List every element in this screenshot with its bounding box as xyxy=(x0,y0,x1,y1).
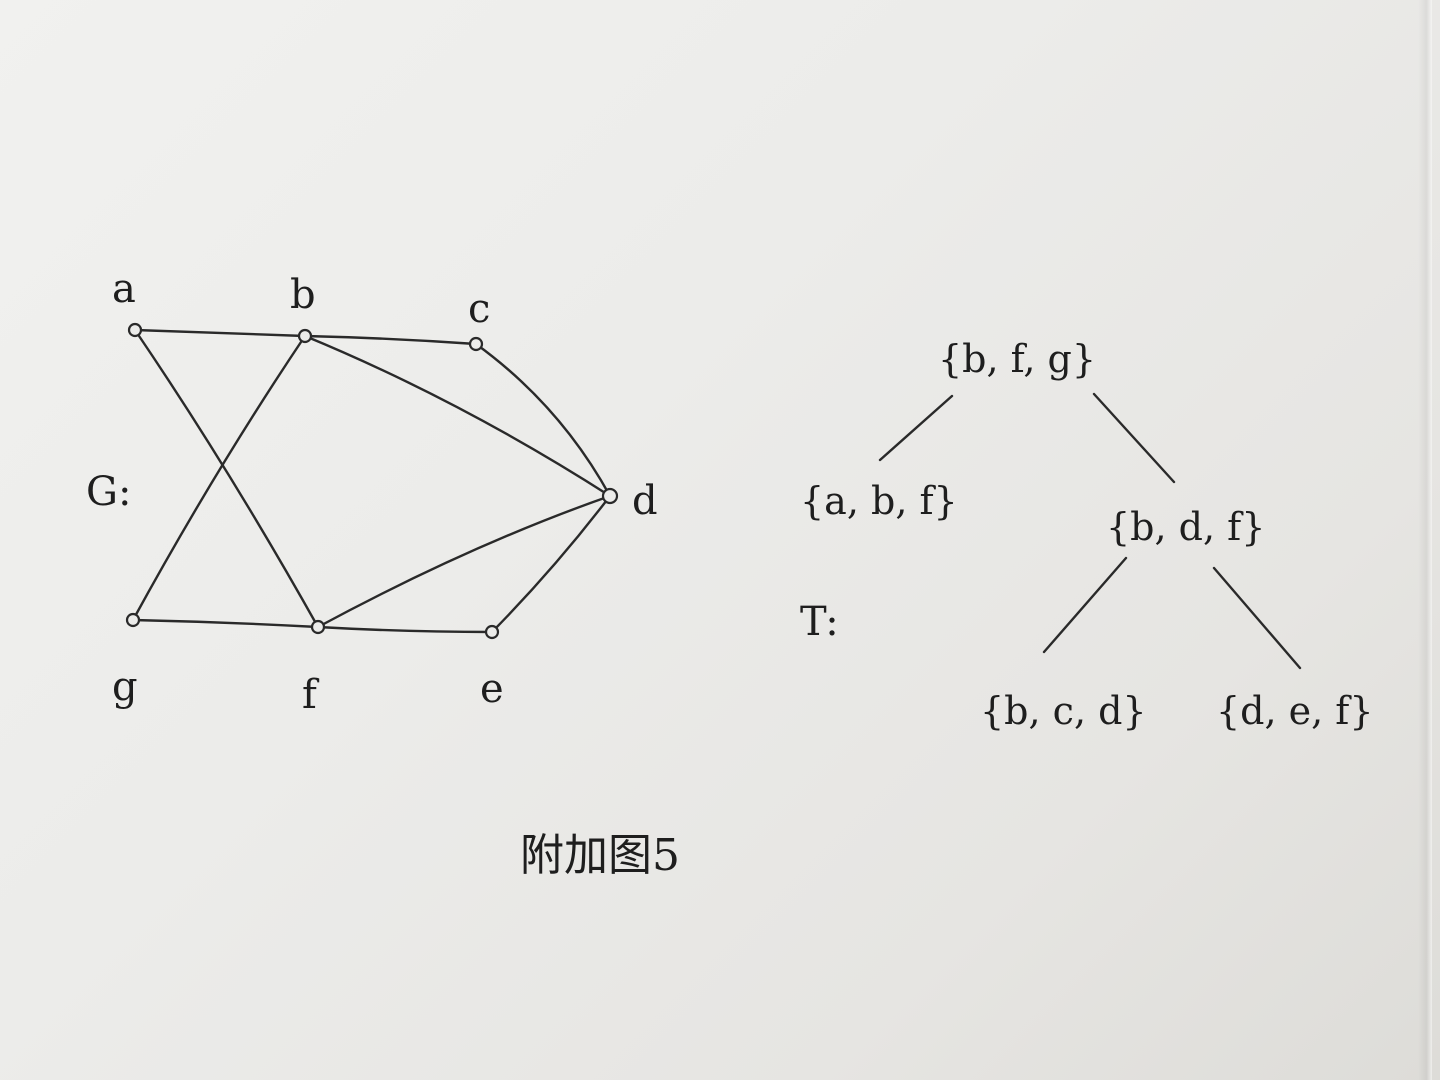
vertex-label-b: b xyxy=(290,272,316,318)
vertex-g xyxy=(125,612,141,628)
edge-b-g xyxy=(131,334,307,622)
edge-b-c xyxy=(303,334,478,346)
edge-g-f xyxy=(131,618,320,629)
tree-bag-abf: {a, b, f} xyxy=(800,479,958,523)
vertex-d xyxy=(601,487,619,505)
vertex-label-d: d xyxy=(632,478,658,524)
edge-f-d xyxy=(316,494,612,629)
graph-name-label: G: xyxy=(86,469,131,515)
tree-edge-root-bdf xyxy=(1092,392,1176,484)
vertex-label-a: a xyxy=(112,266,136,312)
tree-bag-root: {b, f, g} xyxy=(938,337,1096,381)
vertex-label-f: f xyxy=(302,672,320,718)
tree-bags: {b, f, g} {a, b, f} {b, d, f} {b, c, d} … xyxy=(800,337,1374,733)
vertex-label-g: g xyxy=(112,664,138,710)
graph-vertex-labels: a b c d e f g xyxy=(112,266,658,718)
edge-f-e xyxy=(316,625,494,634)
graph-vertices xyxy=(125,322,619,640)
vertex-label-e: e xyxy=(480,666,504,712)
tree-bag-bcd: {b, c, d} xyxy=(980,689,1147,733)
vertex-e xyxy=(484,624,500,640)
vertex-label-c: c xyxy=(468,286,490,332)
tree-bag-def: {d, e, f} xyxy=(1216,689,1374,733)
vertex-c xyxy=(468,336,484,352)
edge-a-b xyxy=(133,328,307,338)
tree-bag-bdf: {b, d, f} xyxy=(1106,505,1265,549)
tree-name-label: T: xyxy=(800,599,839,645)
tree-edge-root-abf xyxy=(878,394,954,462)
vertex-f xyxy=(310,619,326,635)
edge-a-f xyxy=(133,328,320,629)
edge-c-d xyxy=(474,342,612,498)
paper-edge xyxy=(1418,0,1432,1080)
vertex-a xyxy=(127,322,143,338)
graph-edges xyxy=(131,328,612,634)
vertex-b xyxy=(297,328,313,344)
tree-edges xyxy=(878,392,1302,670)
figure-caption: 附加图5 xyxy=(520,830,680,881)
tree-edge-bdf-def xyxy=(1212,566,1302,670)
tree-edge-bdf-bcd xyxy=(1042,556,1128,654)
edge-b-d xyxy=(303,334,612,498)
edge-e-d xyxy=(490,494,612,634)
